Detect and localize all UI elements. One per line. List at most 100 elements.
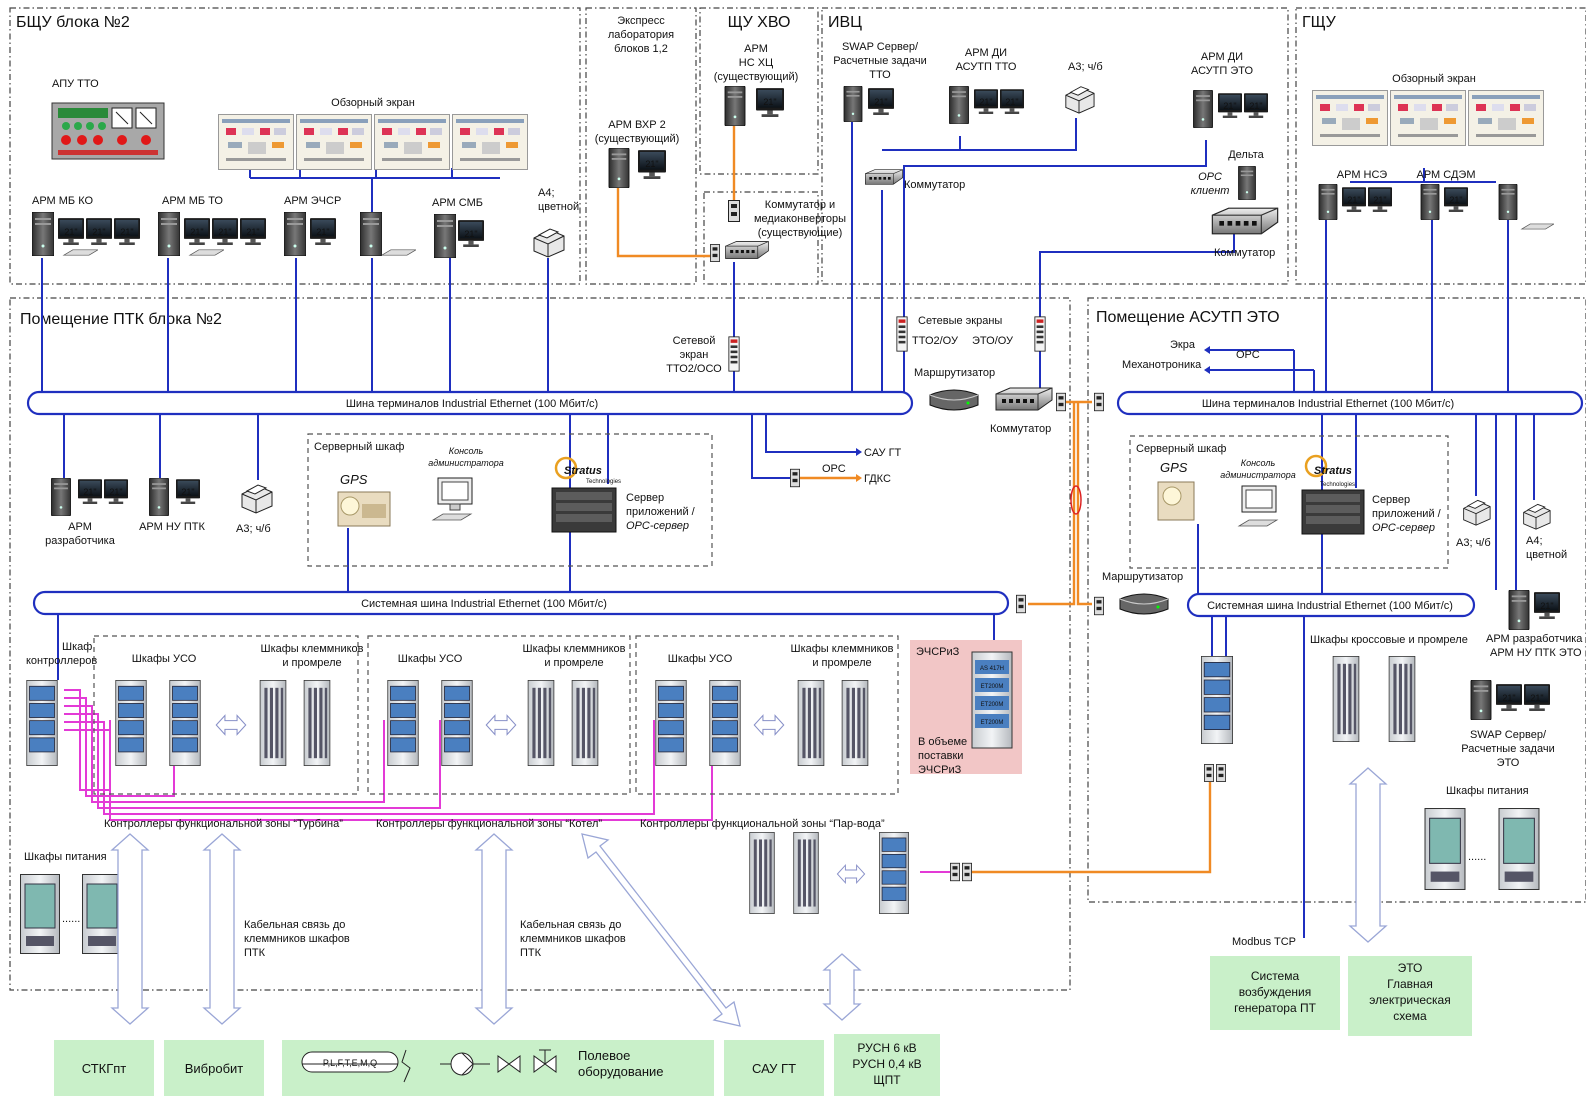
printer-icon — [1065, 86, 1095, 114]
zone-schu-hvo — [699, 7, 819, 175]
opc-client-label-1: ОРС — [1198, 171, 1222, 183]
arm-nu-label: АРМ НУ ПТК — [139, 521, 205, 533]
ivc-printer-a3: А3; ч/б — [1065, 61, 1103, 114]
arm-vhr: АРМ ВХР 2 (существующий) 21" — [595, 119, 680, 188]
fiber-crossover — [1028, 400, 1092, 606]
bschu-overview-label: Обзорный экран — [331, 97, 415, 109]
cabinet-group-steam: Шкафы УСО Шкафы клеммников и промреле — [635, 635, 899, 795]
ptk-server-cabinet-label: Серверный шкаф — [314, 441, 404, 453]
arm-echsr-label: АРМ ЭЧСР — [284, 195, 341, 207]
eto-controller — [1200, 656, 1234, 782]
monitor-size: 21" — [120, 227, 133, 237]
fw-tto2-ou-label: ТТО2/ОУ — [912, 335, 959, 347]
ptk-switch: Коммутатор — [990, 387, 1066, 435]
eto-opc-label: ОРС — [1236, 349, 1260, 361]
eto-system-bus: Системная шина Industrial Ethernet (100 … — [1186, 592, 1476, 618]
monitor-size: 21" — [763, 97, 776, 107]
controller-cables — [64, 689, 950, 873]
box-eto-label-4: схема — [1393, 1009, 1427, 1023]
box-rusn-label-3: ЩПТ — [873, 1073, 901, 1087]
ivc-delta-opc-client: Дельта ОРС клиент — [1191, 149, 1265, 200]
zone-hvo-switch — [703, 191, 819, 285]
box-excitation-label-2: возбуждения — [1239, 985, 1311, 999]
ptk-power-label: Шкафы питания — [24, 851, 107, 863]
box-eto-label-2: Главная — [1387, 977, 1433, 991]
cabinet-group-turbine: Шкафы УСО Шкафы клеммников и промреле — [93, 635, 364, 795]
ivc-switch-links — [903, 140, 1235, 392]
monitor-size: 21" — [109, 487, 122, 497]
ptk-sau-gt-link: САУ ГТ ОРС ГДКС — [790, 447, 902, 488]
echsriz-label: ЭЧСРиЗ — [916, 646, 960, 658]
eto-cross-cab-label: Шкафы кроссовые и промреле — [1310, 634, 1468, 646]
eto-arm-dev: 21" АРМ разработчика АРМ НУ ПТК ЭТО — [1486, 590, 1583, 659]
zone-express-lab — [585, 7, 697, 285]
eto-power-cabinets: Шкафы питания ...... — [1424, 785, 1540, 890]
zone-title-ivc: ИВЦ — [828, 14, 862, 31]
ptk-terminal-bus: Шина терминалов Industrial Ethernet (100… — [26, 390, 914, 416]
gschu-arm-sdem: АРМ СДЭМ 21" — [1417, 169, 1476, 220]
monitor-size: 21" — [190, 227, 203, 237]
ptk-system-bus-pipe — [32, 590, 1010, 616]
ptk-server-cabinet: Серверный шкаф GPS Консоль администратор… — [307, 433, 713, 567]
zone-asutp-room — [1087, 297, 1586, 903]
eto-app-server-label-1: Сервер — [1372, 494, 1410, 506]
ptk-system-bus: Системная шина Industrial Ethernet (100 … — [32, 590, 1010, 616]
cable2-label-2: клеммников шкафов — [520, 933, 626, 945]
eto-right-drops — [1475, 414, 1535, 590]
functional-zone-labels: Контроллеры функциональной зоны “Турбина… — [104, 818, 885, 830]
eto-console-label-1: Консоль — [1241, 458, 1276, 468]
router-icon — [1119, 593, 1169, 615]
eto-printer-a3-label: А3; ч/б — [1456, 537, 1491, 549]
console-icon — [1238, 485, 1278, 527]
cable2-label-1: Кабельная связь до — [520, 919, 621, 931]
monitor-size: 21" — [874, 97, 887, 107]
monitor-size: 21" — [1005, 97, 1018, 107]
ptk-terminal-bus-pipe — [26, 390, 914, 416]
eto-terminal-bus-pipe — [1116, 390, 1584, 416]
switch-icon — [995, 387, 1053, 411]
gps-icon — [337, 491, 391, 527]
zone-ivc — [821, 7, 1289, 285]
arm-vhr-label-2: (существующий) — [595, 133, 680, 145]
arm-mb-to: АРМ МБ ТО 21" 21" 21" — [158, 195, 266, 256]
hvo-switch-label-3: (существующие) — [758, 227, 843, 239]
arm-echsr: АРМ ЭЧСР 21" — [284, 195, 416, 256]
field-label-2: оборудование — [578, 1064, 664, 1079]
arm-mb-to-label: АРМ МБ ТО — [162, 195, 223, 207]
opc-client-label-2: клиент — [1191, 185, 1230, 197]
console-label-2: администратора — [428, 458, 503, 468]
arm-ns-label-2: НС ХЦ — [739, 57, 773, 69]
eto-arm-dev-label-2: АРМ НУ ПТК ЭТО — [1490, 647, 1582, 659]
arm-mb-ko-label: АРМ МБ КО — [32, 195, 93, 207]
cable1-label-2: клеммников шкафов — [244, 933, 350, 945]
monitor-size: 21" — [979, 97, 992, 107]
hvo-switch: Коммутатор и медиаконверторы (существующ… — [710, 199, 846, 262]
ivc-switch-2-label: Коммутатор — [1214, 247, 1275, 259]
rack-label: ET200M — [981, 720, 1004, 726]
eto-power-label: Шкафы питания — [1446, 785, 1529, 797]
controller-cabinet: Шкаф контроллеров — [26, 641, 97, 766]
monitor-size: 21" — [1540, 601, 1553, 611]
group-turbine-frame — [93, 635, 359, 795]
pink-cable-bundle — [64, 689, 713, 821]
hvo-switch-icon — [725, 241, 769, 259]
fiber-crossover-mark — [1070, 485, 1082, 515]
ptk-terminal-bus-label: Шина терминалов Industrial Ethernet (100… — [346, 398, 598, 410]
console-icon — [432, 477, 473, 521]
apu-tto-label: АПУ ТТО — [52, 78, 99, 90]
stratus-logo: Stratus Technologies — [1304, 454, 1355, 488]
monitor-size: 21" — [1347, 195, 1360, 205]
eto-swap-label-1: SWAP Сервер/ — [1470, 729, 1547, 741]
printer-a4-label-1: А4; — [538, 187, 555, 199]
bschu-drops — [41, 258, 549, 392]
zone-steam-label: Контроллеры функциональной зоны “Пар-вод… — [640, 818, 885, 830]
zone-title-lab-3: блоков 1,2 — [614, 43, 668, 55]
eto-router: Маршрутизатор — [1094, 571, 1183, 616]
ptk-server-cabinet-frame — [307, 433, 713, 567]
term-cab-label-2: и промреле — [544, 657, 603, 669]
rack-label: AS 417H — [980, 666, 1004, 672]
eto-printer-a4: А4; цветной — [1523, 503, 1567, 561]
stratus-text: Stratus — [564, 465, 602, 477]
ptk-switch-label: Коммутатор — [990, 423, 1051, 435]
opc-link-label: ОРС — [822, 463, 846, 475]
